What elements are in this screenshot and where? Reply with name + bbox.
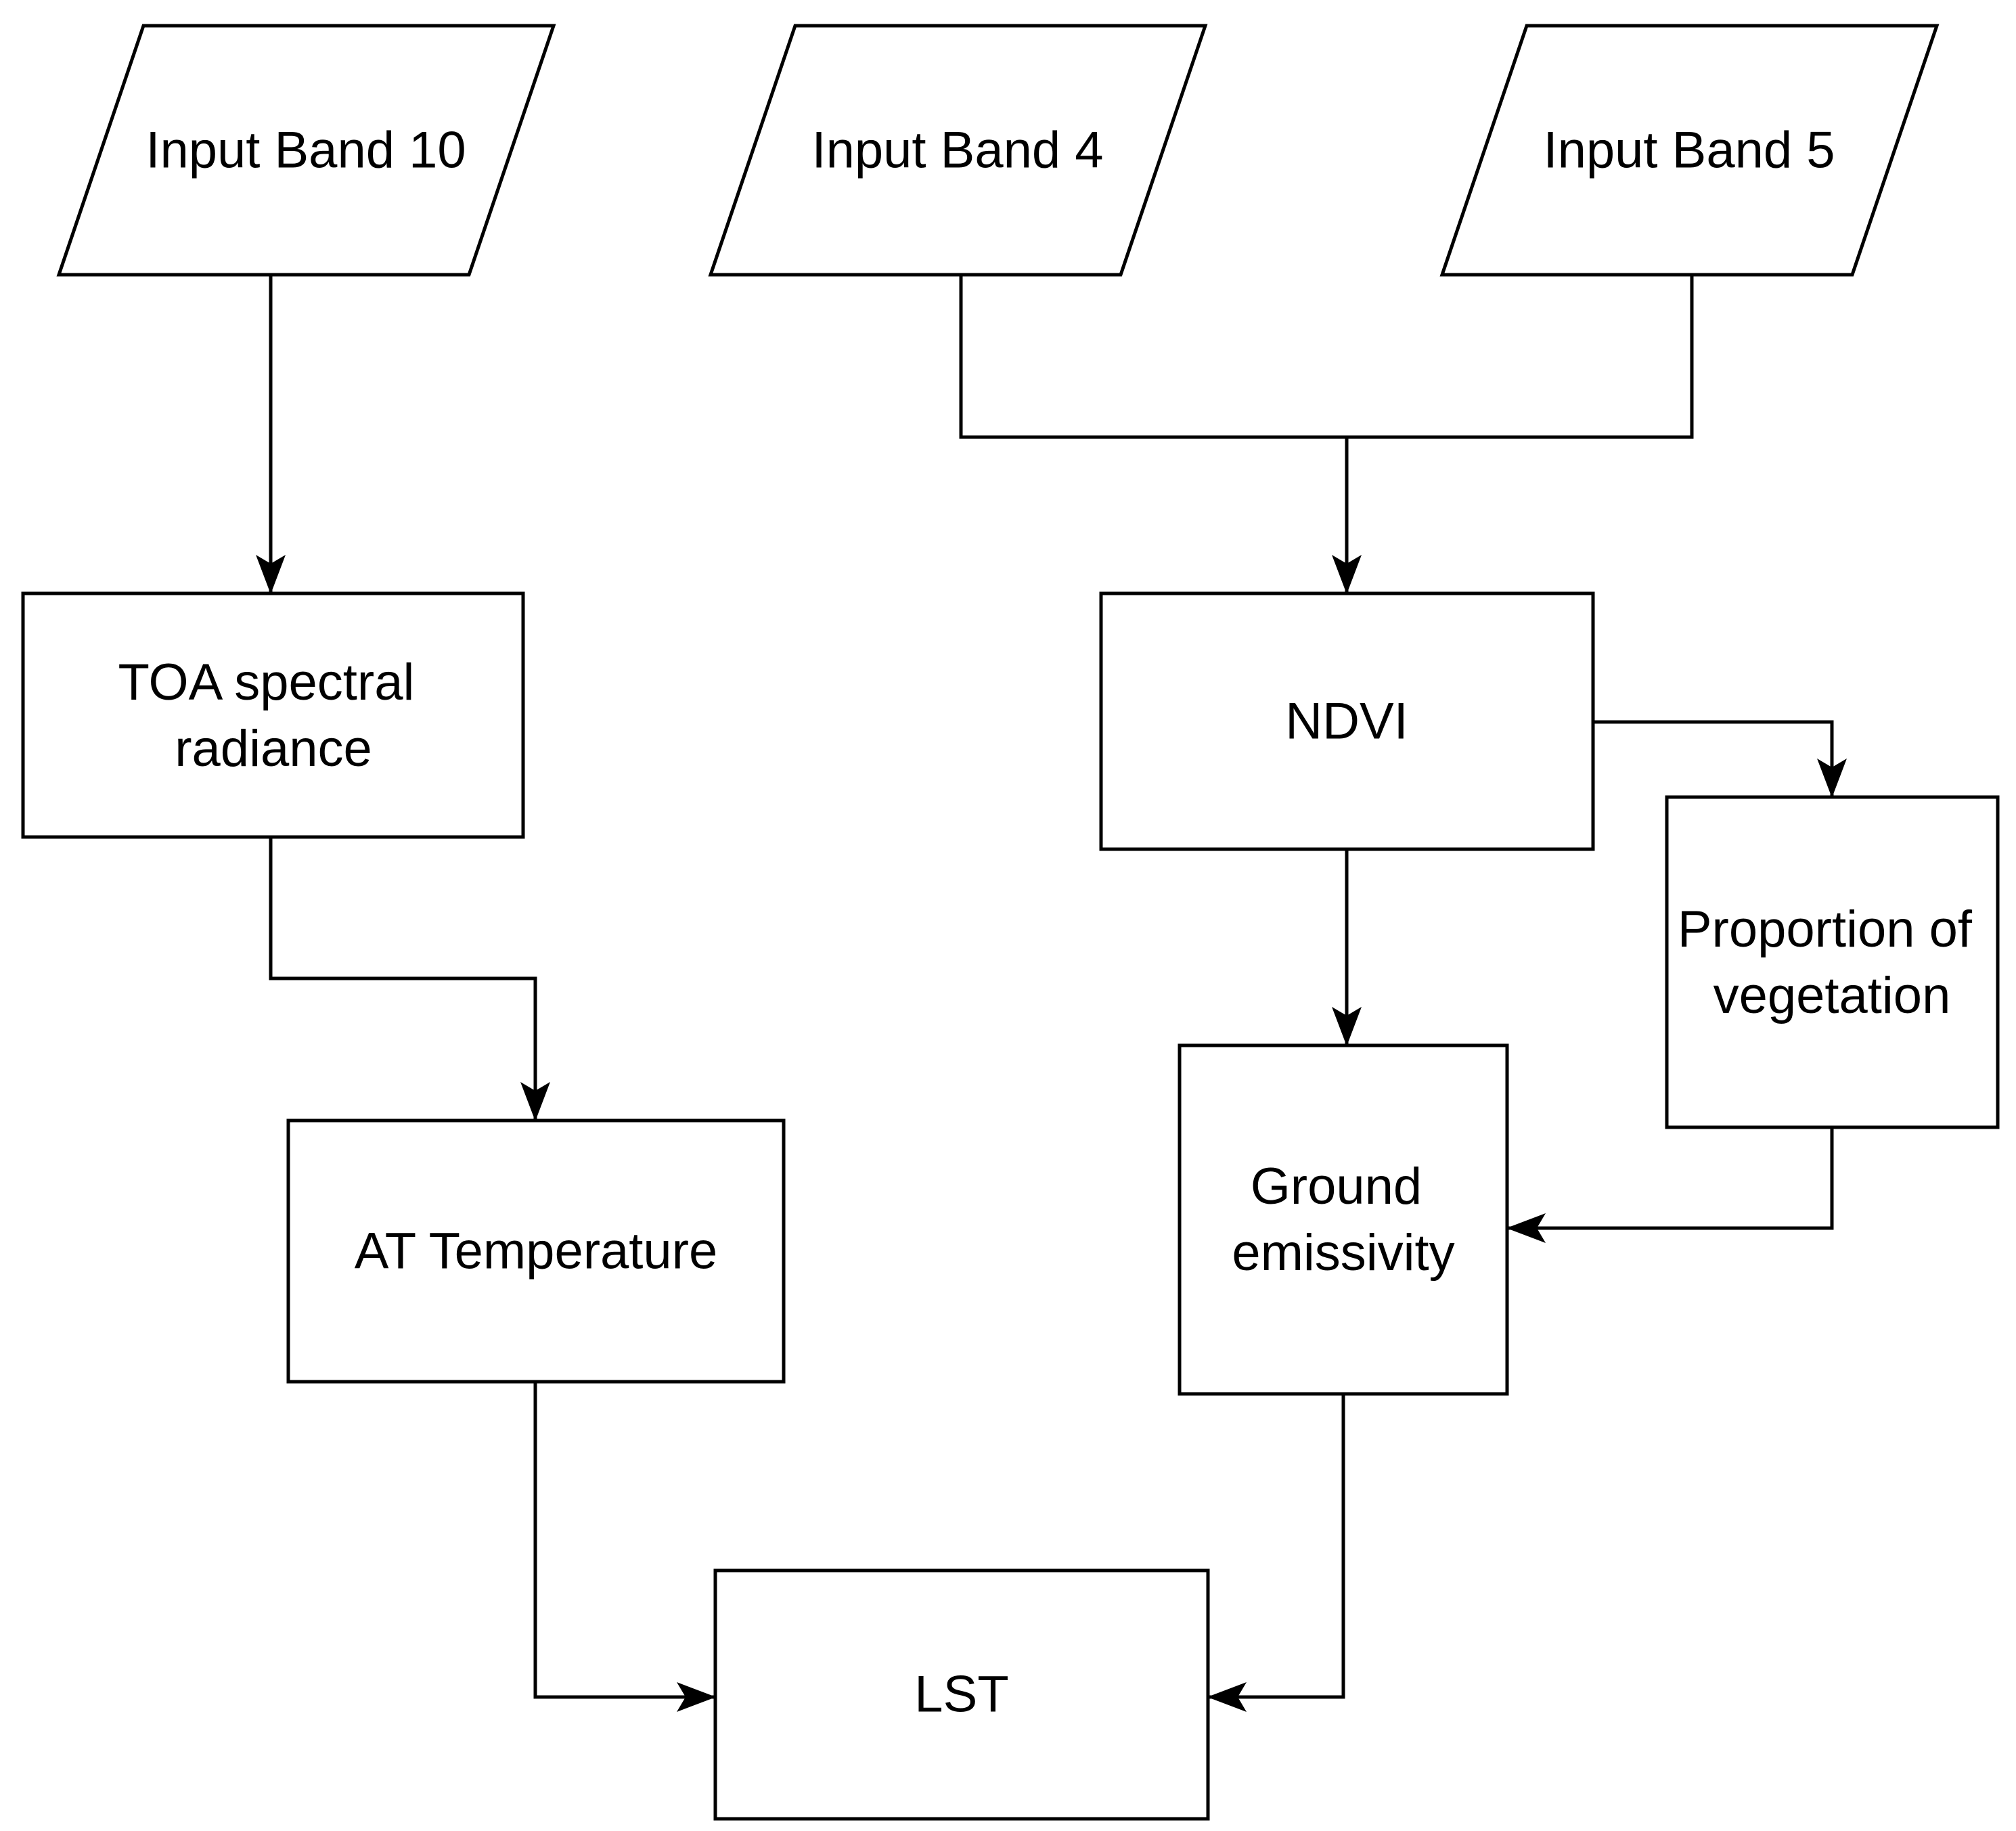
edge-toa-at [269, 837, 550, 1121]
ndvi-label: NDVI [1285, 693, 1408, 750]
input-band-5-label: Input Band 5 [1543, 122, 1835, 179]
edge-band4-band5-merge-line [959, 271, 1694, 439]
input-band-4-label: Input Band 4 [811, 122, 1103, 179]
input-band-5-parallelogram [1439, 24, 1940, 277]
node-ground-emissivity: Ground emissivity [1178, 1043, 1509, 1396]
node-input-band-10: Input Band 10 [56, 24, 556, 277]
ground-emissivity-label: Ground emissivity [1232, 1158, 1454, 1282]
node-layer: Input Band 10 Input Band 4 Input Band 5 … [21, 24, 2000, 1821]
node-proportion-of-vegetation: Proportion of vegetation [1665, 795, 2000, 1129]
proportion-of-vegetation-box [1665, 795, 2000, 1129]
ndvi-box [1099, 591, 1595, 851]
edge-layer [256, 271, 1847, 1712]
node-ndvi: NDVI [1099, 591, 1595, 851]
node-toa-spectral-radiance: TOA spectral radiance [21, 591, 525, 839]
lst-label: LST [914, 1666, 1008, 1723]
proportion-of-vegetation-label: Proportion of vegetation [1678, 901, 1986, 1024]
ground-emissivity-box [1178, 1043, 1509, 1396]
input-band-10-parallelogram [56, 24, 556, 277]
lst-box [713, 1568, 1210, 1821]
toa-spectral-radiance-label: TOA spectral radiance [118, 654, 428, 777]
input-band-4-parallelogram [708, 24, 1208, 277]
at-temperature-label: AT Temperature [355, 1223, 718, 1280]
at-temperature-box [286, 1118, 786, 1384]
edge-ge-lst [1207, 1394, 1345, 1712]
input-band-10-label: Input Band 10 [145, 122, 466, 179]
edge-at-lst [533, 1382, 716, 1712]
edge-ndvi-pv [1593, 720, 1847, 798]
node-input-band-5: Input Band 5 [1439, 24, 1940, 277]
edge-pv-ge [1506, 1127, 1834, 1243]
node-lst: LST [713, 1568, 1210, 1821]
node-at-temperature: AT Temperature [286, 1118, 786, 1384]
node-input-band-4: Input Band 4 [708, 24, 1208, 277]
toa-spectral-radiance-box [21, 591, 525, 839]
